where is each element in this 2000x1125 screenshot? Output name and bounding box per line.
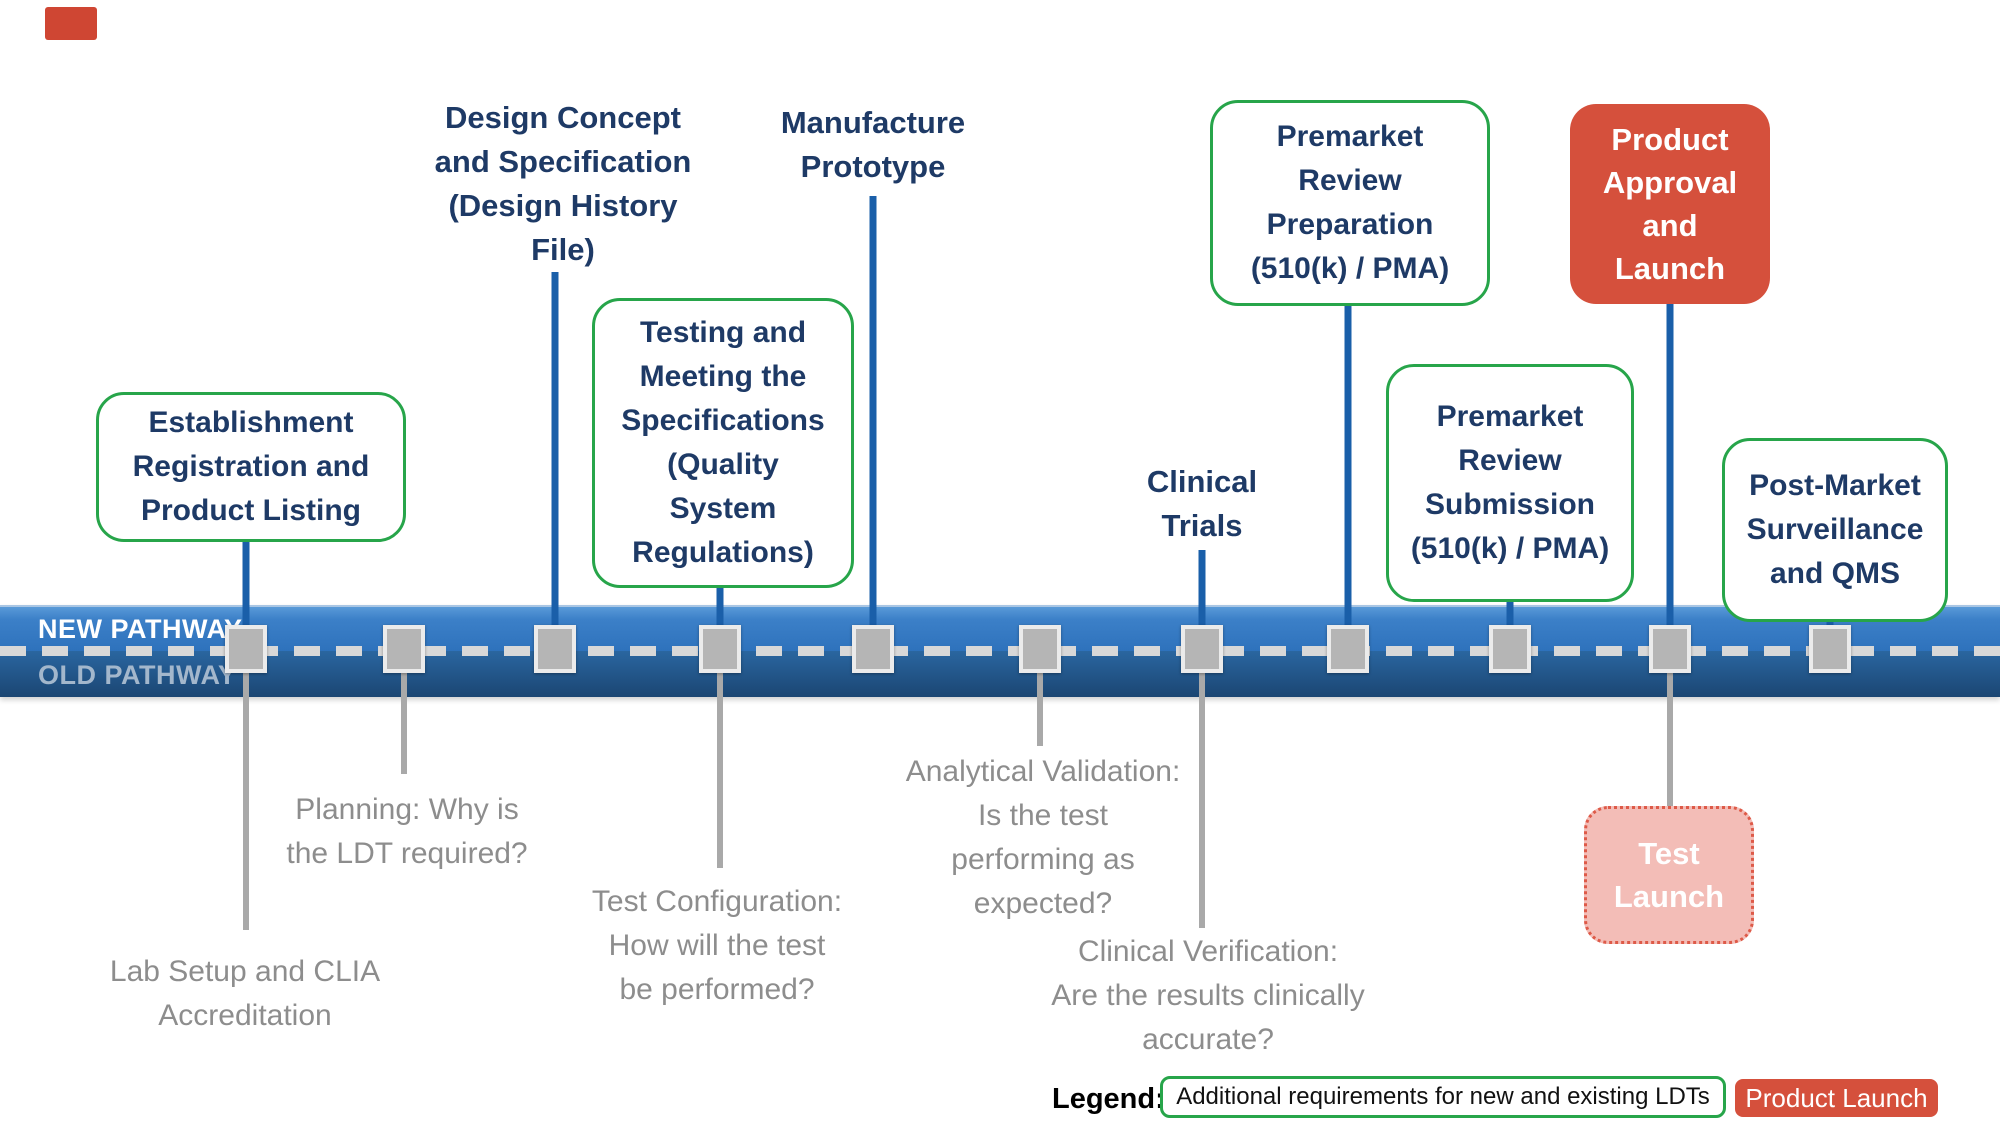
timeline-marker	[699, 625, 741, 673]
milestone-design-concept: Design Concept and Specification (Design…	[434, 100, 692, 267]
milestone-manufacture-prototype: Manufacture Prototype	[780, 105, 966, 184]
timeline-marker	[1809, 625, 1851, 673]
connector-line	[869, 196, 877, 640]
timeline-marker	[1181, 625, 1223, 673]
pathway-timeline-bar: NEW PATHWAY OLD PATHWAY	[0, 605, 2000, 697]
milestone-clinical-verification: Clinical Verification: Are the results c…	[1051, 935, 1365, 1056]
connector-line	[1199, 656, 1205, 928]
milestone-test-launch: Test Launch	[1584, 806, 1754, 944]
old-pathway-label: OLD PATHWAY	[38, 660, 237, 690]
milestone-testing-specifications: Testing and Meeting the Specifications (…	[592, 298, 854, 588]
milestone-establishment-registration: Establishment Registration and Product L…	[96, 392, 406, 542]
milestone-premarket-review-preparation: Premarket Review Preparation (510(k) / P…	[1210, 100, 1490, 306]
legend-product-launch: Product Launch	[1735, 1079, 1938, 1117]
timeline-marker	[1489, 625, 1531, 673]
old-pathway-band	[0, 651, 2000, 697]
timeline-marker	[383, 625, 425, 673]
connector-line	[1667, 656, 1673, 806]
connector-line	[1198, 550, 1206, 640]
connector-line	[1506, 598, 1514, 640]
timeline-dashed-divider	[0, 646, 2000, 656]
timeline-marker	[852, 625, 894, 673]
timeline-marker	[1019, 625, 1061, 673]
milestone-lab-setup-clia: Lab Setup and CLIA Accreditation	[109, 955, 381, 1032]
milestone-premarket-review-submission: Premarket Review Submission (510(k) / PM…	[1386, 364, 1634, 602]
legend-additional-requirements: Additional requirements for new and exis…	[1160, 1076, 1726, 1118]
connector-line	[243, 656, 249, 930]
milestone-test-configuration: Test Configuration: How will the test be…	[591, 885, 843, 1006]
milestone-planning: Planning: Why is the LDT required?	[286, 793, 528, 870]
connector-line	[551, 272, 559, 640]
new-pathway-band	[0, 605, 2000, 651]
milestone-analytical-validation: Analytical Validation: Is the test perfo…	[905, 755, 1181, 920]
connector-line	[717, 656, 723, 868]
milestone-clinical-trials: Clinical Trials	[1146, 464, 1258, 543]
connector-line	[716, 584, 724, 640]
timeline-marker	[534, 625, 576, 673]
timeline-marker	[1327, 625, 1369, 673]
milestone-post-market-surveillance: Post-Market Surveillance and QMS	[1722, 438, 1948, 622]
legend-label: Legend:	[1052, 1083, 1165, 1115]
connector-line	[1666, 300, 1674, 640]
connector-line	[1037, 656, 1043, 746]
timeline-marker	[225, 625, 267, 673]
slide-corner-marker	[45, 7, 97, 40]
new-pathway-label: NEW PATHWAY	[38, 614, 243, 644]
connector-line	[401, 656, 407, 774]
connector-line	[1344, 303, 1352, 640]
timeline-marker	[1649, 625, 1691, 673]
connector-line	[242, 540, 250, 640]
milestone-product-approval-launch: Product Approval and Launch	[1570, 104, 1770, 304]
